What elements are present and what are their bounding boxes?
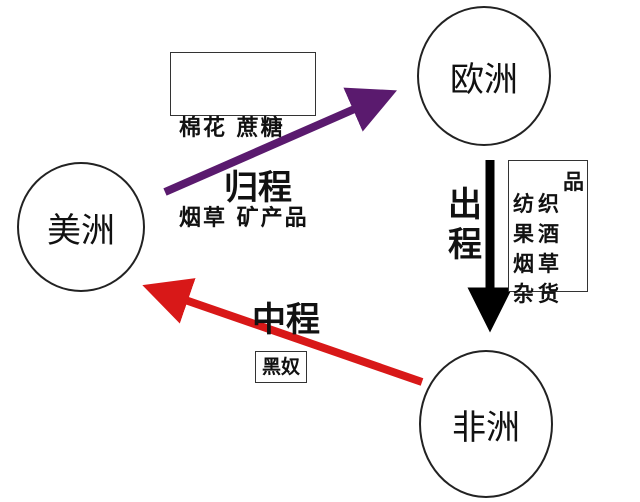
america-node: 美洲 — [17, 162, 145, 292]
america-label: 美洲 — [47, 210, 115, 251]
return-goods-row2: 烟草 矿产品 — [179, 205, 309, 231]
return-goods-box: 棉花 蔗糖 烟草 矿产品 — [170, 52, 316, 231]
return-leg-label: 归程 — [224, 168, 292, 208]
return-arrow — [163, 87, 397, 196]
africa-node: 非洲 — [419, 350, 553, 498]
outbound-goods-col2: 织酒草货 — [538, 191, 559, 306]
middle-leg-label: 中程 — [252, 300, 320, 340]
outbound-goods-col1: 纺果烟杂 — [513, 191, 534, 306]
africa-label: 非洲 — [452, 407, 520, 448]
middle-passage-arrow — [142, 278, 424, 386]
outbound-leg-label: 出程 — [448, 185, 482, 265]
return-goods-row1: 棉花 蔗糖 — [179, 115, 285, 141]
middle-goods-label: 黑奴 — [261, 356, 300, 378]
europe-label: 欧洲 — [450, 59, 518, 100]
outbound-goods-box: 纺果烟杂 织酒草货 品 — [508, 160, 588, 306]
europe-node: 欧洲 — [417, 6, 551, 146]
outbound-goods-col3: 品 — [563, 169, 584, 194]
middle-goods-box: 黑奴 — [255, 351, 307, 383]
